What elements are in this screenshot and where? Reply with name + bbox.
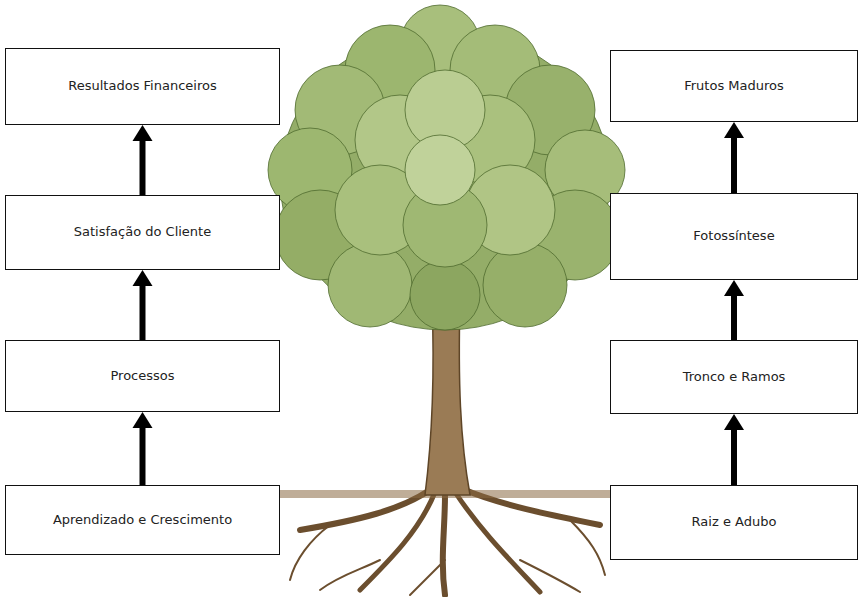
up-arrow [140,426,146,485]
perspective-box: Processos [5,340,280,412]
box-label: Tronco e Ramos [675,365,794,389]
box-label: Raiz e Adubo [684,510,785,534]
box-label: Resultados Financeiros [60,74,224,98]
arrow-head [724,122,744,138]
box-label: Aprendizado e Crescimento [45,508,240,532]
arrow-head [724,280,744,296]
perspective-box: Fotossíntese [610,193,858,280]
perspective-box: Aprendizado e Crescimento [5,485,280,555]
box-label: Satisfação do Cliente [66,220,219,244]
roots [290,488,605,595]
arrow-head [133,270,153,286]
box-label: Frutos Maduros [676,74,792,98]
arrow-head [133,125,153,141]
perspective-box: Raiz e Adubo [610,485,858,560]
up-arrow [140,139,146,195]
perspective-box: Tronco e Ramos [610,340,858,414]
box-label: Processos [102,364,182,388]
arrow-head [724,414,744,430]
perspective-box: Satisfação do Cliente [5,195,280,270]
up-arrow [731,428,737,485]
box-label: Fotossíntese [685,224,782,248]
perspective-box: Frutos Maduros [610,50,858,122]
up-arrow [140,284,146,340]
up-arrow [731,136,737,193]
up-arrow [731,294,737,340]
canopy [268,5,625,330]
arrow-head [133,412,153,428]
perspective-box: Resultados Financeiros [5,48,280,125]
